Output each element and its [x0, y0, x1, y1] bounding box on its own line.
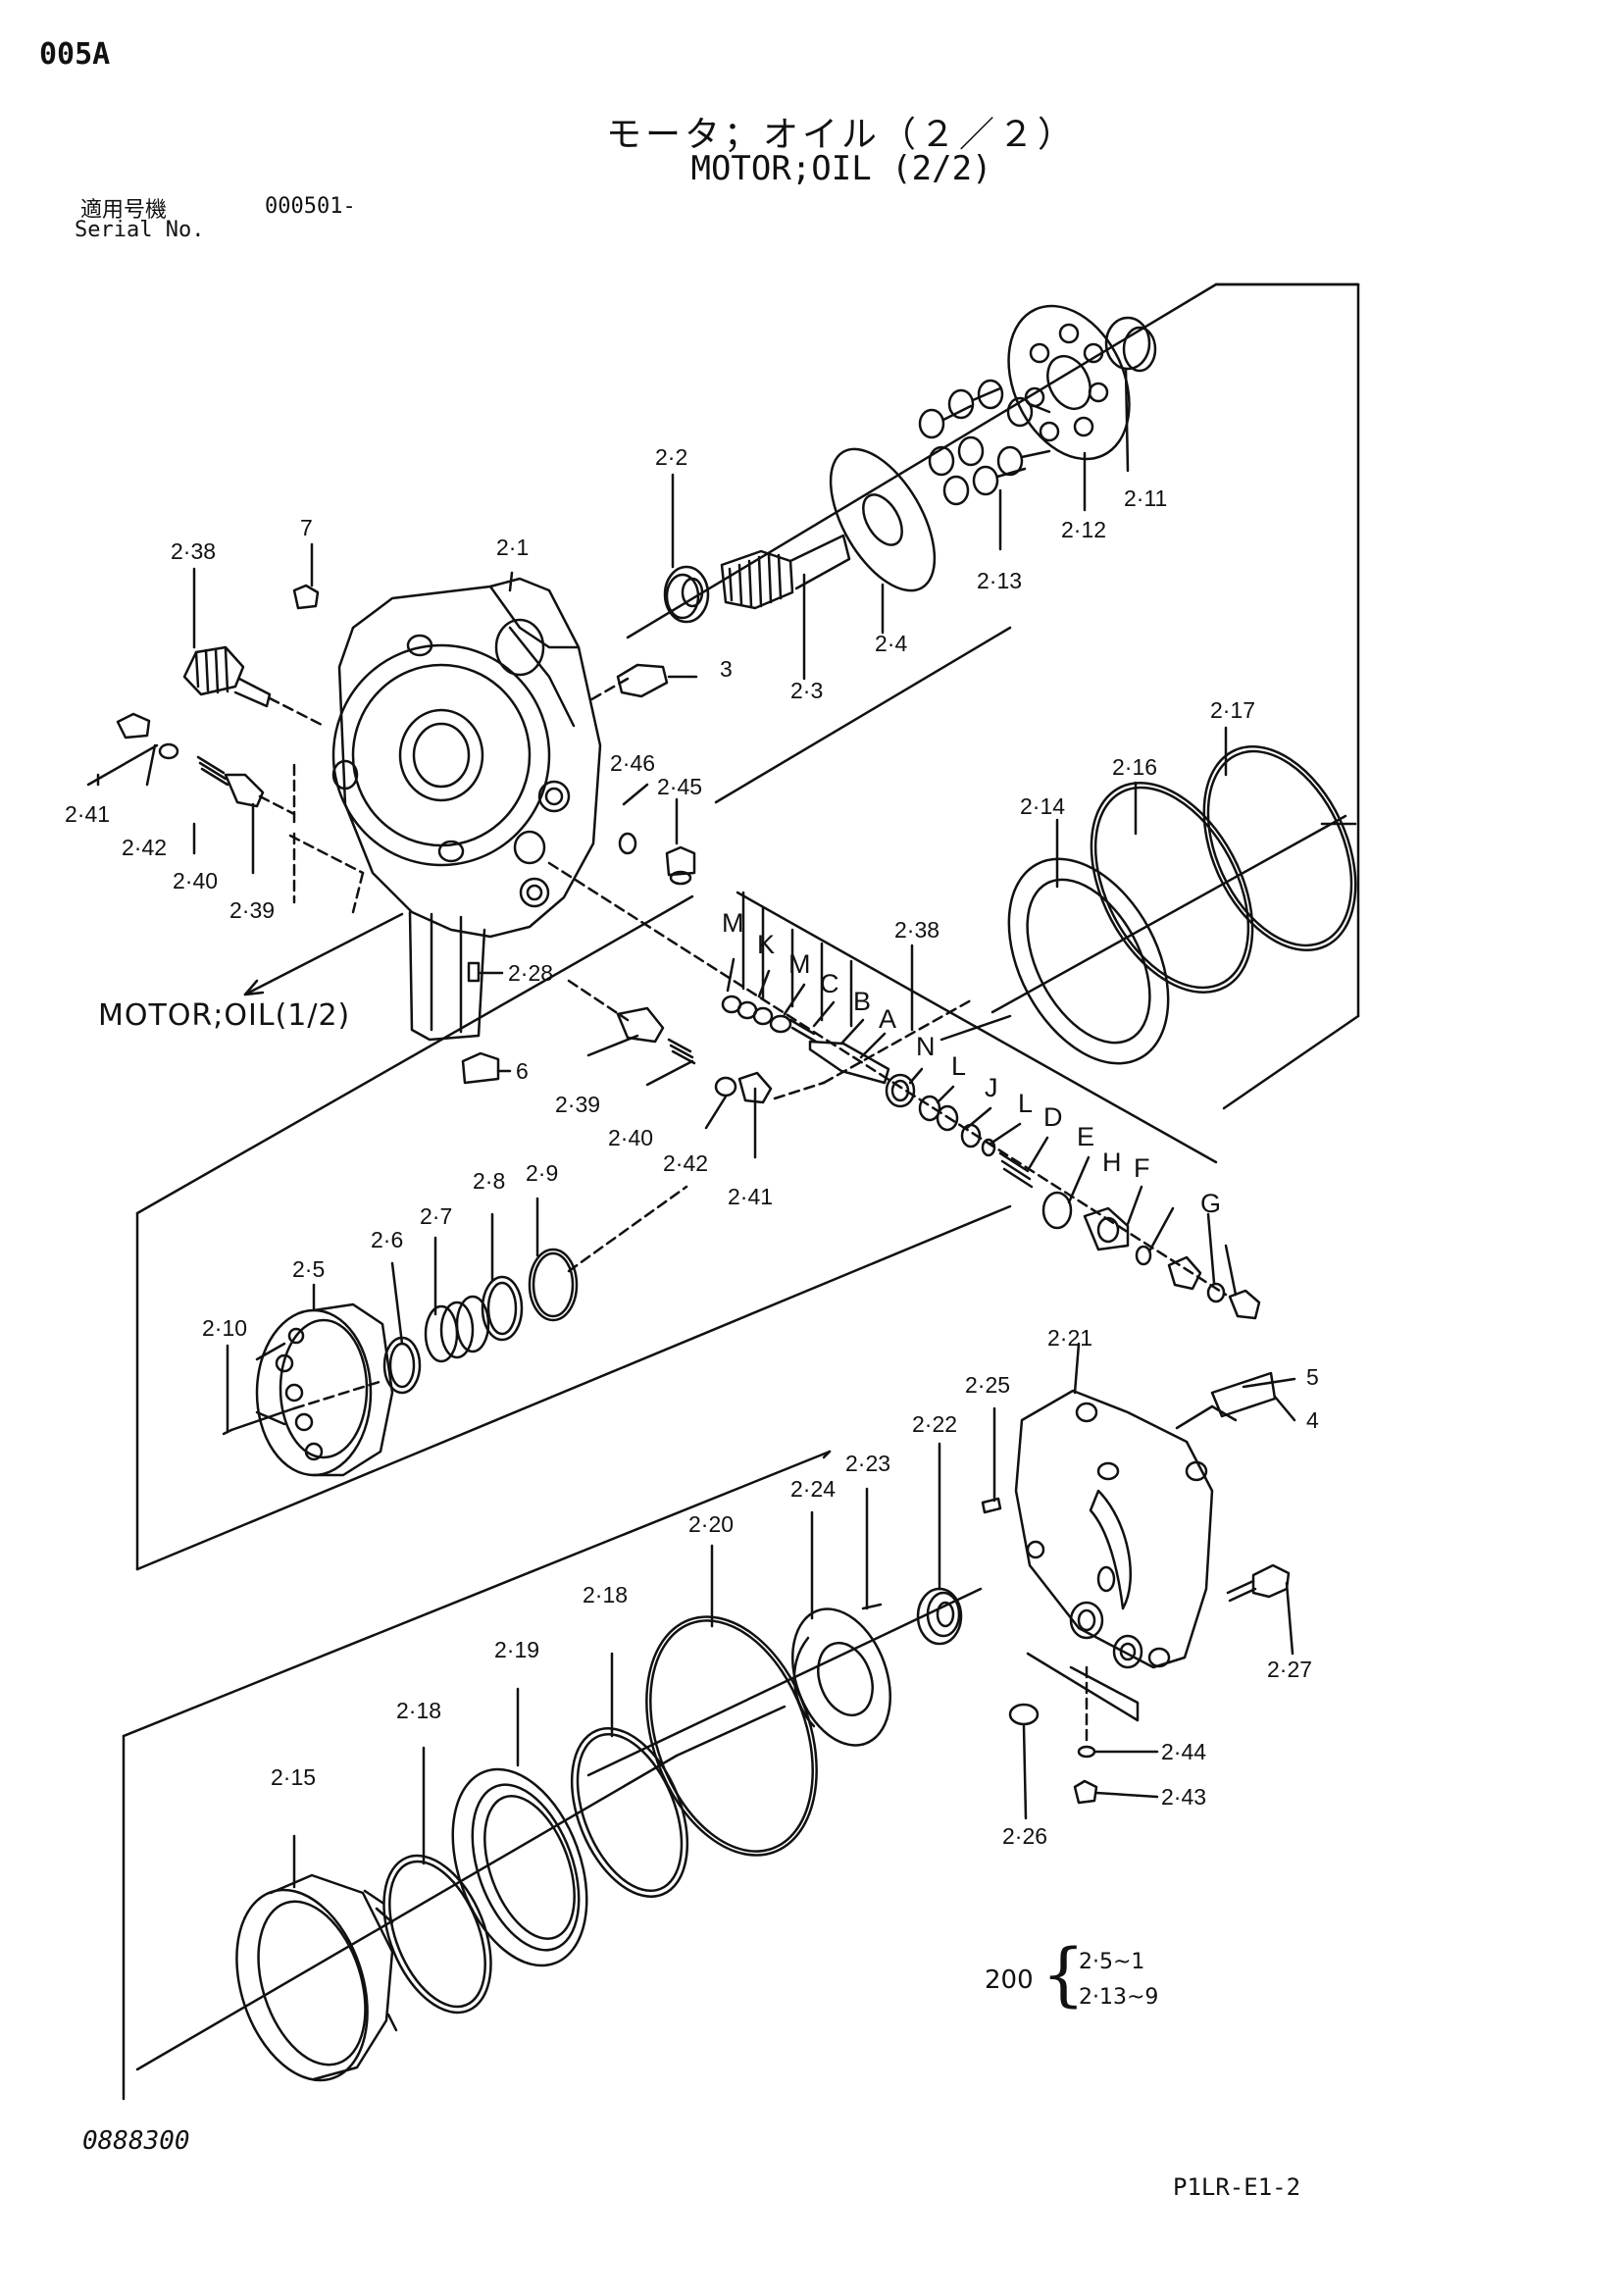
label-part-2-38-upper: 2·38 — [171, 538, 216, 564]
valve-letter-n: N — [916, 1032, 936, 1061]
label-part-2-6: 2·6 — [371, 1227, 403, 1252]
title-english: MOTOR;OIL (2/2) — [690, 149, 992, 188]
label-part-2-3: 2·3 — [790, 678, 823, 703]
valve-letter-h: H — [1102, 1148, 1122, 1177]
label-part-2-44: 2·44 — [1161, 1739, 1206, 1764]
label-part-2-43: 2·43 — [1161, 1784, 1206, 1810]
kit-item-2: 2·13~9 — [1079, 1985, 1159, 2010]
valve-letter-a: A — [879, 1004, 896, 1034]
valve-letter-d: D — [1043, 1102, 1063, 1132]
valve-letter-g: G — [1200, 1189, 1221, 1218]
valve-letter-l-2: L — [1018, 1089, 1033, 1118]
label-part-2-41-lower: 2·41 — [728, 1184, 773, 1209]
label-part-2-9: 2·9 — [526, 1160, 558, 1186]
label-part-2-42-lower: 2·42 — [663, 1150, 708, 1176]
label-part-2-2: 2·2 — [655, 444, 687, 470]
label-part-2-5: 2·5 — [292, 1256, 325, 1282]
label-part-2-27: 2·27 — [1267, 1657, 1312, 1682]
serial-number-value: 000501- — [265, 194, 356, 219]
valve-letter-c: C — [820, 969, 839, 998]
label-part-2-7: 2·7 — [420, 1203, 452, 1229]
valve-letter-e: E — [1077, 1122, 1094, 1151]
label-part-2-11: 2·11 — [1124, 485, 1167, 511]
label-part-2-41-upper: 2·41 — [65, 801, 110, 827]
label-part-2-4: 2·4 — [875, 631, 907, 656]
label-part-2-14: 2·14 — [1020, 793, 1065, 819]
label-part-2-17: 2·17 — [1210, 697, 1255, 723]
valve-letter-m-2: M — [788, 949, 811, 979]
label-part-2-40-upper: 2·40 — [173, 868, 218, 893]
drawing-number: 0888300 — [82, 2126, 190, 2156]
valve-letter-f: F — [1134, 1153, 1150, 1183]
cross-reference-label: MOTOR;OIL(1/2) — [98, 998, 351, 1033]
label-part-2-25: 2·25 — [965, 1372, 1010, 1398]
serial-label-japanese: 適用号機 — [80, 198, 168, 223]
valve-letter-l-1: L — [951, 1051, 966, 1081]
valve-letter-k: K — [757, 930, 775, 959]
title-japanese: モータ；オイル（２／２） — [605, 115, 1077, 155]
label-part-2-21: 2·21 — [1047, 1325, 1092, 1351]
label-part-2-1: 2·1 — [496, 535, 529, 560]
label-part-2-45: 2·45 — [657, 774, 702, 799]
label-part-6: 6 — [516, 1058, 529, 1084]
label-part-2-39-lower: 2·39 — [555, 1092, 600, 1117]
kit-quantity: 200 — [985, 1965, 1034, 1995]
valve-letter-m-1: M — [722, 908, 744, 938]
label-part-2-23: 2·23 — [845, 1451, 890, 1476]
label-part-2-39-upper: 2·39 — [229, 897, 275, 923]
label-part-3: 3 — [720, 656, 733, 682]
label-part-2-19: 2·19 — [494, 1637, 539, 1662]
sheet-code: P1LR-E1-2 — [1173, 2173, 1301, 2201]
label-part-7: 7 — [300, 515, 313, 540]
label-part-2-13: 2·13 — [977, 568, 1022, 593]
label-part-2-15: 2·15 — [271, 1764, 316, 1790]
label-part-5: 5 — [1306, 1364, 1319, 1390]
label-part-2-12: 2·12 — [1061, 517, 1106, 542]
label-part-2-20: 2·20 — [688, 1511, 734, 1537]
label-part-2-42-upper: 2·42 — [122, 835, 167, 860]
page-id: 005A — [39, 37, 111, 72]
label-part-2-16: 2·16 — [1112, 754, 1157, 780]
serial-label-english: Serial No. — [75, 218, 205, 242]
label-part-2-22: 2·22 — [912, 1411, 957, 1437]
label-part-2-38-lower: 2·38 — [894, 917, 939, 943]
label-part-2-46: 2·46 — [610, 750, 655, 776]
label-part-4: 4 — [1306, 1407, 1319, 1433]
label-part-2-28: 2·28 — [508, 960, 553, 986]
valve-letter-j: J — [985, 1073, 998, 1102]
label-part-2-8: 2·8 — [473, 1168, 505, 1194]
label-part-2-26: 2·26 — [1002, 1823, 1047, 1849]
label-part-2-10: 2·10 — [202, 1315, 247, 1341]
label-part-2-18-lower: 2·18 — [396, 1698, 441, 1723]
label-part-2-24: 2·24 — [790, 1476, 836, 1502]
label-part-2-18-upper: 2·18 — [583, 1582, 628, 1607]
label-part-2-40-lower: 2·40 — [608, 1125, 653, 1150]
kit-brace: { — [1041, 1934, 1086, 2015]
valve-letter-b: B — [853, 987, 871, 1016]
kit-item-1: 2·5~1 — [1079, 1950, 1145, 1974]
